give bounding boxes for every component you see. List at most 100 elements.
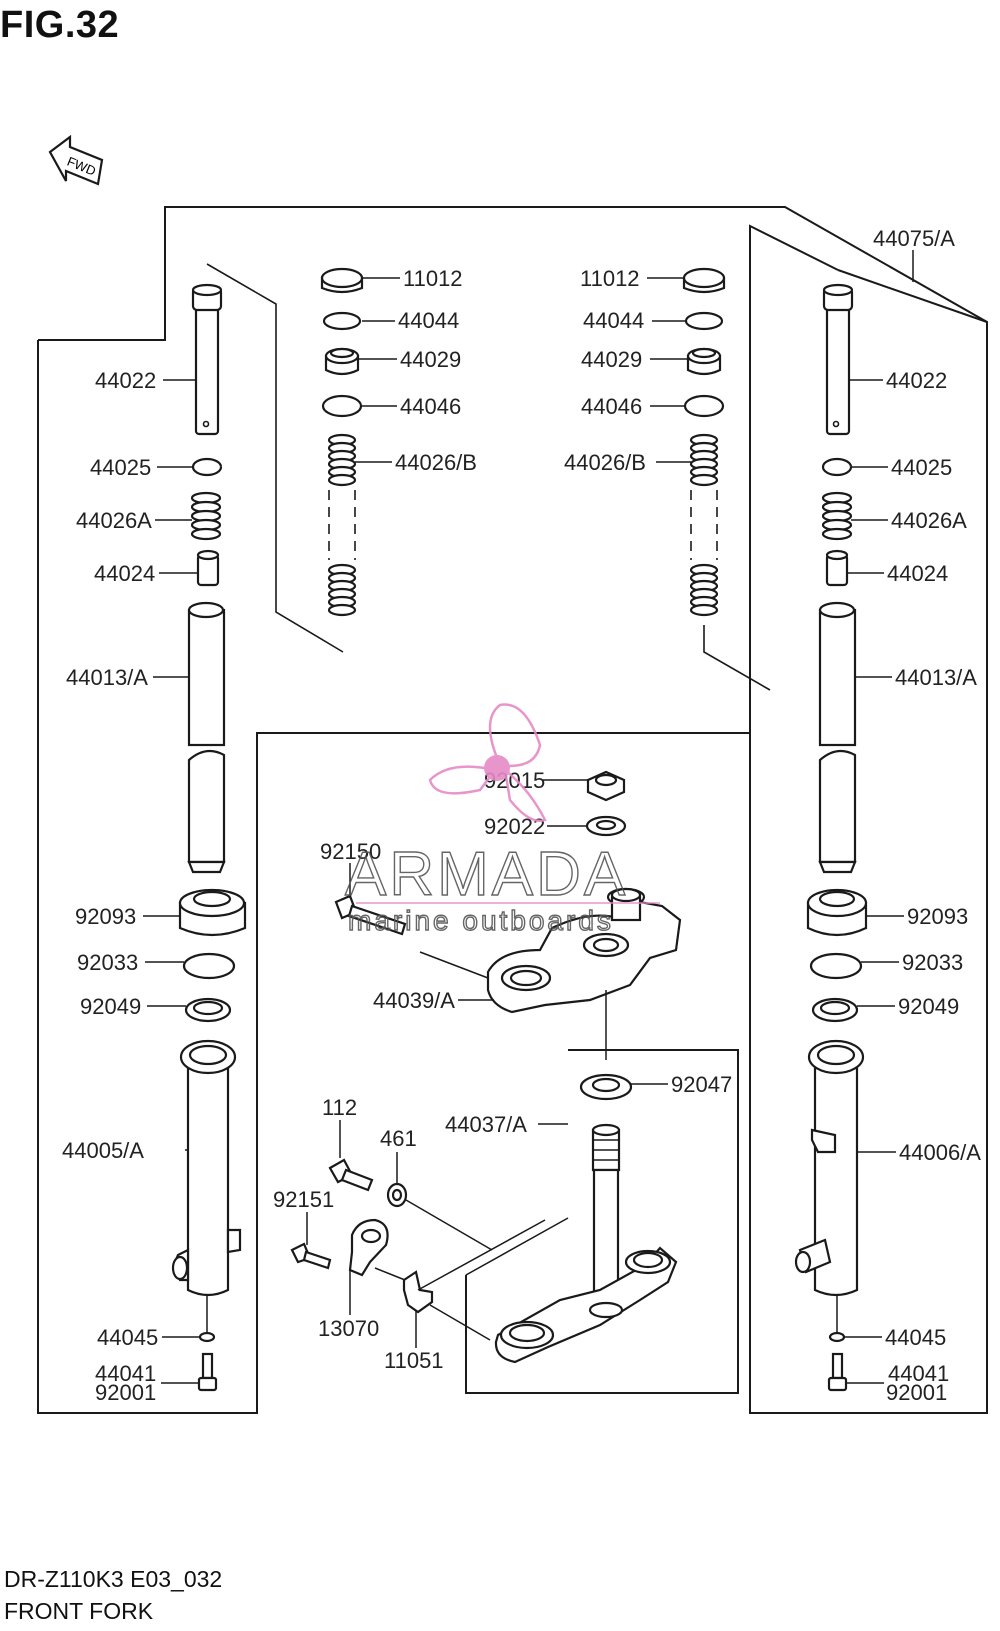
washer-461 xyxy=(386,1182,493,1251)
left-fork-inner-tube-44022 xyxy=(191,263,344,653)
label-44044-right: 44044 xyxy=(583,308,644,333)
label-92022: 92022 xyxy=(484,814,545,839)
label-13070: 13070 xyxy=(318,1316,379,1341)
left-dust-seal-92093 xyxy=(178,888,247,937)
right-gasket-44045 xyxy=(828,1331,846,1343)
label-92093-right: 92093 xyxy=(907,904,968,929)
left-circlip-44044 xyxy=(322,311,362,331)
right-outer-tube-44013 xyxy=(818,601,857,874)
fwd-arrow-icon: FWD xyxy=(48,134,104,186)
label-44025-left: 44025 xyxy=(90,455,151,480)
right-circlip-44044 xyxy=(684,311,724,331)
label-44025-right: 44025 xyxy=(891,455,952,480)
label-461: 461 xyxy=(380,1126,417,1151)
left-fork-spring-44026b xyxy=(327,433,357,617)
label-44013-left: 44013/A xyxy=(66,665,148,690)
label-44022-right: 44022 xyxy=(886,368,947,393)
right-dust-seal-92093 xyxy=(806,888,868,937)
right-fork-outer-tube-44006 xyxy=(794,1039,865,1297)
left-oil-seal-92049 xyxy=(184,997,232,1023)
leader-lines xyxy=(143,250,914,1384)
watermark-tagline: marine outboards xyxy=(348,905,614,936)
upper-bracket-44039 xyxy=(486,887,682,1060)
left-stopper-ring-92033 xyxy=(182,952,236,980)
label-92001-right: 92001 xyxy=(886,1380,947,1405)
left-collar-44024 xyxy=(196,549,220,587)
label-44005: 44005/A xyxy=(62,1138,144,1163)
model-code: DR-Z110K3 E03_032 xyxy=(4,1566,223,1592)
label-44045-left: 44045 xyxy=(97,1325,158,1350)
label-11012-left: 11012 xyxy=(403,266,463,291)
left-cap-11012 xyxy=(320,267,364,294)
bolt-112 xyxy=(328,1158,374,1192)
label-44026b-left: 44026/B xyxy=(395,450,477,475)
left-bolt-44041 xyxy=(197,1352,218,1392)
right-fork-spring-44026b xyxy=(689,433,771,691)
label-44006: 44006/A xyxy=(899,1140,981,1165)
part-labels: 11012 44044 44029 44046 44026/B 11012 44… xyxy=(62,226,981,1405)
washer-92022 xyxy=(585,815,627,837)
label-44046-right: 44046 xyxy=(581,394,642,419)
right-fork-inner-tube-44022 xyxy=(822,283,854,436)
label-44024-right: 44024 xyxy=(887,561,948,586)
label-92033-left: 92033 xyxy=(77,950,138,975)
bolt-92151 xyxy=(290,1242,332,1270)
right-stopper-ring-92033 xyxy=(809,952,863,980)
left-fork-outer-tube-44005 xyxy=(171,1039,242,1297)
label-44039: 44039/A xyxy=(373,988,455,1013)
label-44024-left: 44024 xyxy=(94,561,155,586)
right-bolt-44029 xyxy=(686,347,722,376)
label-112: 112 xyxy=(322,1095,357,1120)
section-name: FRONT FORK xyxy=(4,1598,154,1624)
label-92001-left: 92001 xyxy=(95,1380,156,1405)
left-bolt-44029 xyxy=(324,347,360,376)
label-92047: 92047 xyxy=(671,1072,732,1097)
right-cap-11012 xyxy=(682,267,726,294)
right-spring-44026a xyxy=(821,491,853,541)
label-44013-right: 44013/A xyxy=(895,665,977,690)
lower-bracket-44037 xyxy=(465,1123,678,1364)
propeller-logo-icon xyxy=(428,703,547,823)
left-outer-tube-44013 xyxy=(187,601,226,874)
bracket-11051 xyxy=(402,1219,546,1341)
left-circlip-44025 xyxy=(191,457,223,477)
clamp-13070 xyxy=(348,1218,406,1281)
right-circlip-44025 xyxy=(821,457,853,477)
label-44029-left: 44029 xyxy=(400,347,461,372)
left-gasket-44045 xyxy=(198,1331,216,1343)
armada-watermark: ARMADA marine outboards xyxy=(344,703,660,937)
label-44026a-right: 44026A xyxy=(891,508,967,533)
right-collar-44024 xyxy=(825,549,849,587)
label-92151: 92151 xyxy=(273,1187,334,1212)
label-44075-assembly: 44075/A xyxy=(873,226,955,251)
label-44026a-left: 44026A xyxy=(76,508,152,533)
label-11012-right: 11012 xyxy=(580,266,640,291)
label-44041-right: 44041 xyxy=(888,1361,949,1386)
label-44044-left: 44044 xyxy=(398,308,459,333)
label-44037: 44037/A xyxy=(445,1112,527,1137)
label-92049-right: 92049 xyxy=(898,994,959,1019)
label-92093-left: 92093 xyxy=(75,904,136,929)
left-o-ring-44046 xyxy=(321,394,363,418)
label-92150: 92150 xyxy=(320,839,381,864)
assembly-frames xyxy=(37,206,988,1414)
right-o-ring-44046 xyxy=(683,394,725,418)
right-bolt-44041 xyxy=(827,1352,848,1392)
watermark-brand: ARMADA xyxy=(345,840,628,909)
right-oil-seal-92049 xyxy=(811,997,859,1023)
figure-title: FIG.32 xyxy=(0,4,120,46)
steering-nut-92015 xyxy=(586,770,626,802)
label-11051: 11051 xyxy=(384,1348,444,1373)
bolt-92150 xyxy=(334,894,489,979)
label-92033-right: 92033 xyxy=(902,950,963,975)
label-44041-left: 44041 xyxy=(95,1361,156,1386)
label-44022-left: 44022 xyxy=(95,368,156,393)
label-44026b-right: 44026/B xyxy=(564,450,646,475)
dust-seal-92047 xyxy=(579,1073,633,1101)
label-44045-right: 44045 xyxy=(885,1325,946,1350)
label-92049-left: 92049 xyxy=(80,994,141,1019)
label-44046-left: 44046 xyxy=(400,394,461,419)
label-44029-right: 44029 xyxy=(581,347,642,372)
left-spring-44026a xyxy=(190,491,222,541)
